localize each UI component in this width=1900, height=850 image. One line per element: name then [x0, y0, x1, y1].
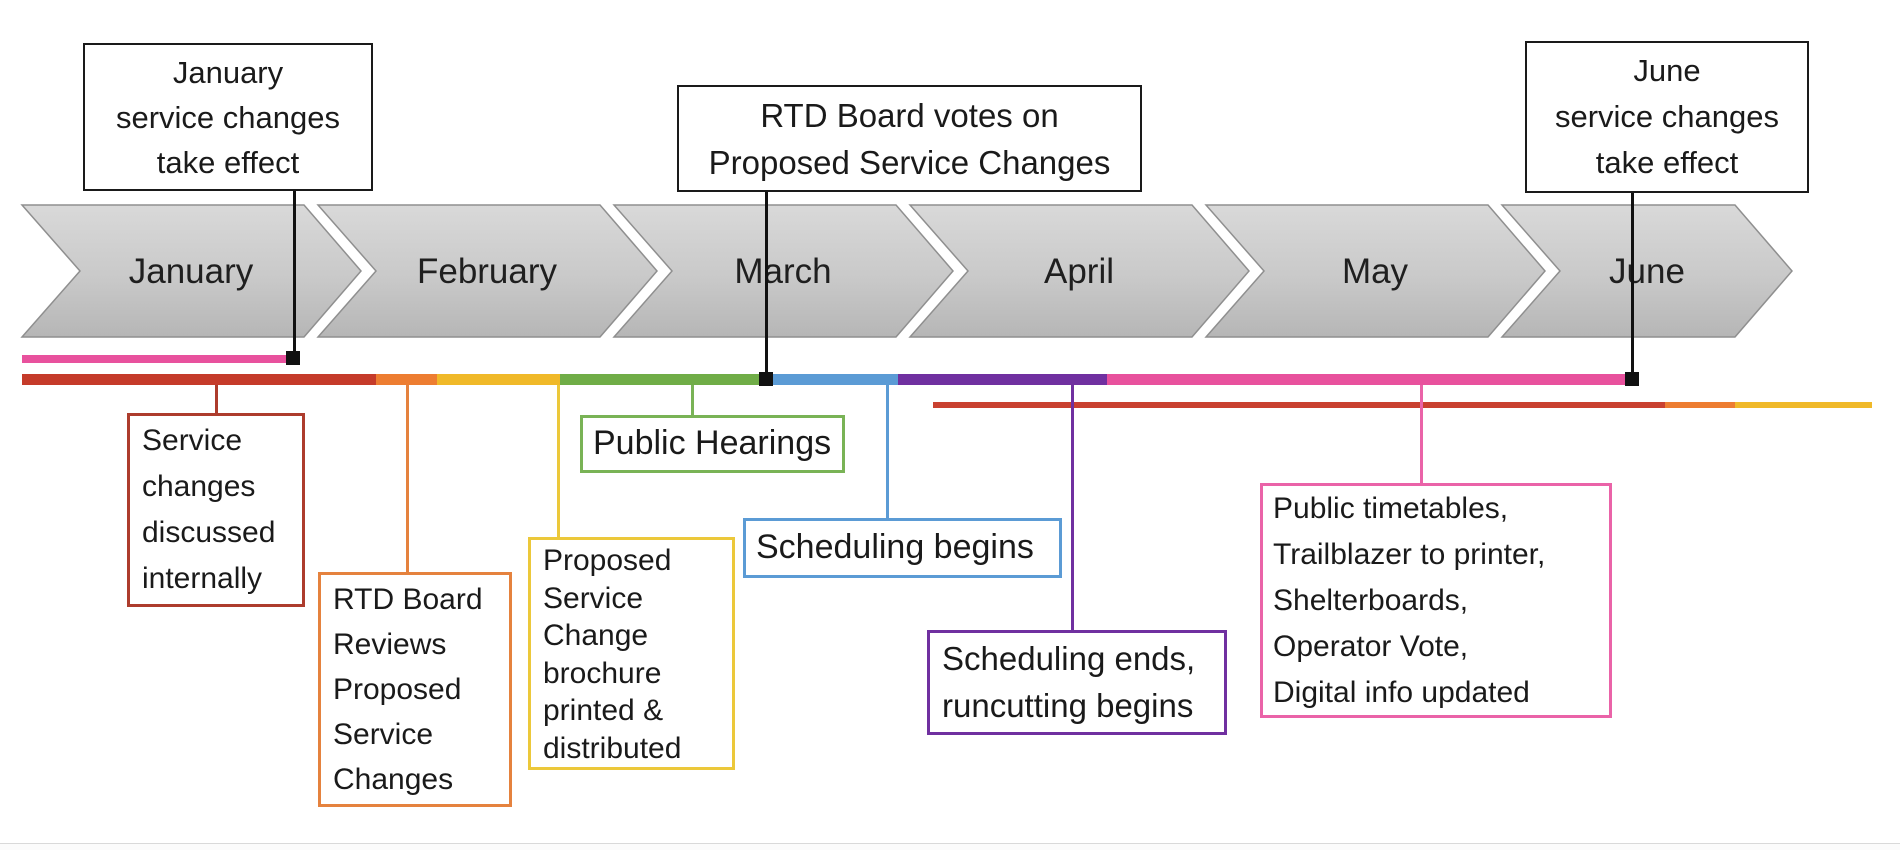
marker-june-effect	[1625, 372, 1639, 386]
month-label-january: January	[129, 252, 254, 291]
connector-march-marker	[765, 187, 768, 375]
bar-segment-brochure	[437, 374, 560, 385]
connector-brochure	[557, 385, 560, 537]
callout-brochure: Proposed Service Change brochure printed…	[528, 537, 735, 770]
connector-timetables	[1420, 385, 1423, 483]
connector-june-marker	[1631, 188, 1634, 375]
month-chevron-april: April	[908, 204, 1250, 338]
prior-cycle-bar	[22, 355, 286, 363]
secondary-bar-red	[933, 402, 1665, 408]
callout-scheduling-ends: Scheduling ends, runcutting begins	[927, 630, 1227, 735]
callout-timetables: Public timetables, Trailblazer to printe…	[1260, 483, 1612, 718]
secondary-bar-orange	[1665, 402, 1735, 408]
bar-segment-discussed-internally	[22, 374, 376, 385]
connector-public-hearings	[691, 385, 694, 415]
slide-bottom-edge	[0, 843, 1900, 850]
month-label-may: May	[1342, 252, 1409, 291]
chevron-shape	[908, 204, 1250, 338]
chevron-shape	[316, 204, 658, 338]
bar-segment-scheduling-ends	[898, 374, 1107, 385]
callout-scheduling-begins: Scheduling begins	[743, 518, 1062, 578]
month-label-june: June	[1609, 252, 1685, 291]
chevron-shape	[1204, 204, 1546, 338]
connector-board-reviews	[406, 385, 409, 572]
marker-board-vote	[759, 372, 773, 386]
callout-public-hearings: Public Hearings	[580, 415, 845, 473]
marker-january-effect	[286, 351, 300, 365]
chevron-shape	[1500, 204, 1793, 338]
callout-january-changes-take-effect: January service changes take effect	[83, 43, 373, 191]
callout-june-changes-take-effect: June service changes take effect	[1525, 41, 1809, 193]
month-chevron-january: January	[20, 204, 362, 338]
month-chevron-june: June	[1500, 204, 1793, 338]
callout-rtd-board-votes: RTD Board votes on Proposed Service Chan…	[677, 85, 1142, 192]
callout-board-reviews: RTD Board Reviews Proposed Service Chang…	[318, 572, 512, 807]
bar-segment-timetables	[1107, 374, 1627, 385]
callout-discussed-internally: Service changes discussed internally	[127, 413, 305, 607]
month-label-march: March	[734, 252, 831, 291]
bar-segment-board-reviews	[376, 374, 437, 385]
month-chevron-march: March	[612, 204, 954, 338]
chevron-shape	[20, 204, 362, 338]
connector-scheduling-begins	[886, 385, 889, 518]
connector-discussed-internally	[215, 385, 218, 413]
month-label-april: April	[1044, 252, 1114, 291]
chevron-shape	[612, 204, 954, 338]
month-chevron-february: February	[316, 204, 658, 338]
connector-scheduling-ends	[1071, 385, 1074, 630]
connector-january-marker	[293, 186, 296, 356]
month-chevron-band: January February March April May June	[20, 204, 1793, 338]
month-label-february: February	[417, 252, 558, 291]
secondary-bar-yellow	[1735, 402, 1872, 408]
month-chevron-may: May	[1204, 204, 1546, 338]
bar-segment-scheduling-begins	[762, 374, 898, 385]
bar-segment-public-hearings	[560, 374, 762, 385]
